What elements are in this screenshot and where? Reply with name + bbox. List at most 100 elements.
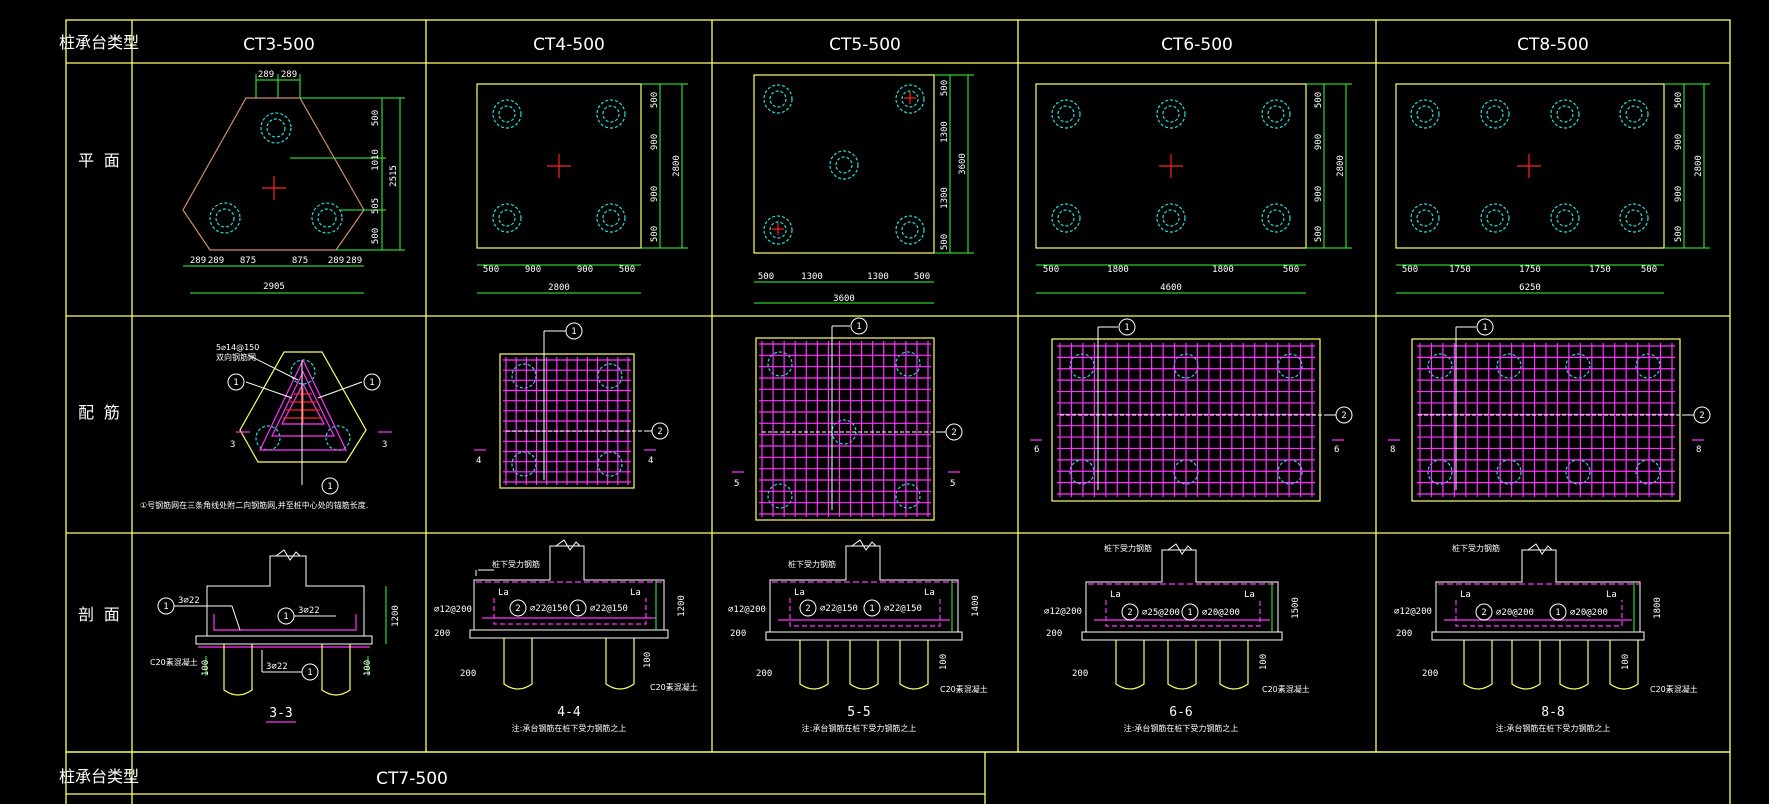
ct5-bottom-dim-1: 500 [758,272,774,282]
section-ct5 [765,539,963,690]
ct3-marker-bottom: 1 [327,482,332,492]
ct5-right-dim-1: 500 [940,80,950,96]
ct3-bottom-dim-3: 875 [240,256,256,266]
ct5-sec-cushion: C20素混凝土 [940,684,988,694]
ct3-sec-marker-1: 1 [163,602,168,612]
ct8-sec-100: 100 [1621,654,1631,670]
ct5-sec-200a: 200 [730,629,746,639]
ct5-right-dim-3: 1300 [940,187,950,209]
ct3-sec-cushion: C20素混凝土 [150,657,198,667]
ct8-marker-2: 2 [1699,411,1704,421]
ct4-sec-side: ⌀12@200 [434,605,472,615]
ct8-sec-bar2: ⌀20@200 [1496,608,1534,618]
ct4-marker-2: 2 [657,427,662,437]
reinf-ct5 [732,317,963,521]
ct6-sec-200a: 200 [1046,629,1062,639]
ct4-bottom-dim-1: 500 [483,265,499,275]
ct8-marker-1: 1 [1482,323,1487,333]
ct3-right-dim-4: 500 [371,228,381,244]
ct3-marker-left: 1 [233,378,238,388]
ct3-sec-bar1: 3⌀22 [178,596,200,606]
ct4-bottom-dim-4: 500 [619,265,635,275]
ct4-overall-right: 2800 [672,155,682,177]
ct8-section-mark-right: 8 [1696,445,1701,455]
ct4-section-mark-right: 4 [648,456,653,466]
ct3-sec-marker-2: 1 [283,612,288,622]
reinf-ct8 [1388,318,1711,502]
ct8-section-mark-left: 8 [1390,445,1395,455]
ct3-reinf-note: ①号钢筋网在三条角线处附二向钢筋网,并至桩中心处的锚筋长度. [140,500,368,510]
ct3-right-dim-3: 505 [371,198,381,214]
ct3-rebar-sub: 双向钢筋网 [216,352,256,362]
reinf-ct6 [1030,318,1353,502]
ct6-sec-la-left: La [1110,590,1121,600]
ct6-section-mark-right: 6 [1334,445,1339,455]
ct6-sec-cushion: C20素混凝土 [1262,684,1310,694]
ct6-section-mark-left: 6 [1034,445,1039,455]
ct4-sec-200b: 200 [460,669,476,679]
ct5-sec-side: ⌀12@200 [728,605,766,615]
ct3-right-dim-1: 500 [371,110,381,126]
ct5-sec-height: 1400 [971,595,981,617]
ct3-sec-height: 1200 [391,605,401,627]
row-label-section: 剖 面 [78,605,120,624]
ct6-bottom-dim-3: 1800 [1212,265,1234,275]
ct4-right-dim-3: 900 [650,186,660,202]
ct5-section-mark-right: 5 [950,479,955,489]
ct6-overall-right: 2800 [1336,155,1346,177]
ct4-right-dim-1: 500 [650,92,660,108]
plan-ct3 [182,74,405,294]
ct6-sec-marker-2: 2 [1127,608,1132,618]
row-label-reinforcement: 配 筋 [78,403,120,422]
ct3-bottom-dim-5: 289 [328,256,344,266]
ct6-right-dim-3: 900 [1314,186,1324,202]
ct4-overall-bottom: 2800 [548,283,570,293]
bottom-column-header-ct7: CT7-500 [376,769,448,789]
plan-ct8 [1395,83,1710,294]
ct8-bottom-dim-1: 500 [1402,265,1418,275]
table-grid [65,19,1731,804]
ct3-sec-pile-dim-left: 100 [201,660,211,676]
ct6-right-dim-1: 500 [1314,92,1324,108]
ct6-sec-marker-1: 1 [1187,608,1192,618]
bottom-header-label: 桩承台类型 [59,767,139,786]
ct5-sec-marker-1: 1 [869,604,874,614]
ct8-sec-200b: 200 [1422,669,1438,679]
ct6-sec-note: 注:承台钢筋在桩下受力钢筋之上 [1124,723,1239,733]
ct8-bottom-dim-5: 500 [1641,265,1657,275]
ct5-marker-2: 2 [951,428,956,438]
ct6-bottom-dim-2: 1800 [1107,265,1129,275]
ct6-sec-la-right: La [1244,590,1255,600]
ct3-bottom-dim-4: 875 [292,256,308,266]
ct5-sec-bar2: ⌀22@150 [820,604,858,614]
section-title-8-8: 8-8 [1541,705,1564,720]
ct4-right-dim-2: 900 [650,134,660,150]
ct4-sec-100: 100 [643,652,653,668]
column-header-ct5: CT5-500 [829,35,901,55]
ct5-section-mark-left: 5 [734,479,739,489]
ct8-sec-side: ⌀12@200 [1394,607,1432,617]
ct4-bottom-dim-3: 900 [577,265,593,275]
ct4-sec-marker-2: 2 [515,604,520,614]
column-header-ct6: CT6-500 [1161,35,1233,55]
ct5-sec-la-right: La [924,588,935,598]
ct8-sec-la-left: La [1460,590,1471,600]
ct3-overall-bottom: 2905 [263,282,285,292]
reinf-ct4 [474,322,669,489]
ct8-sec-200a: 200 [1396,629,1412,639]
ct3-sec-bar3: 3⌀22 [266,662,288,672]
section-title-3-3: 3-3 [269,706,292,721]
ct8-right-dim-4: 500 [1674,226,1684,242]
ct6-sec-bar2: ⌀25@200 [1142,608,1180,618]
ct8-bottom-dim-3: 1750 [1519,265,1541,275]
ct4-sec-bar2: ⌀22@150 [530,604,568,614]
section-title-5-5: 5-5 [847,705,870,720]
ct4-sec-200a: 200 [434,629,450,639]
ct5-bottom-dim-4: 500 [914,272,930,282]
ct6-right-dim-4: 500 [1314,226,1324,242]
section-ct8 [1431,543,1645,690]
ct8-sec-top-label: 桩下受力钢筋 [1452,543,1500,553]
ct4-sec-height: 1200 [677,595,687,617]
ct5-sec-bar1: ⌀22@150 [884,604,922,614]
